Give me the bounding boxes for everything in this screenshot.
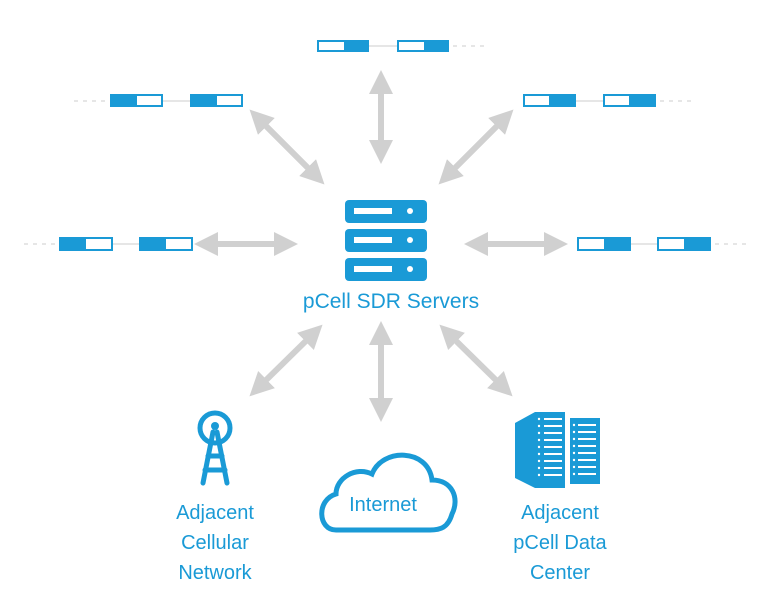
antenna-group-top bbox=[317, 40, 485, 52]
antenna-group-top-left bbox=[74, 94, 243, 107]
arrow-top-left bbox=[249, 109, 325, 185]
label-line: Adjacent bbox=[521, 502, 599, 524]
server-stack-icon bbox=[345, 200, 427, 281]
arrow-bottom-right bbox=[439, 324, 513, 397]
node-label-cellular: Adjacent Cellular Network bbox=[140, 498, 290, 588]
arrow-top-right bbox=[438, 109, 514, 185]
data-center-icon bbox=[515, 412, 600, 488]
cloud-icon bbox=[319, 452, 458, 533]
antenna-group-right bbox=[577, 237, 747, 251]
label-line: Network bbox=[178, 562, 252, 584]
cell-tower-icon bbox=[197, 410, 233, 486]
label-line: pCell Data bbox=[513, 532, 607, 554]
label-line: Center bbox=[529, 562, 591, 584]
label-line: Internet bbox=[349, 494, 417, 516]
label-line: Cellular bbox=[181, 532, 249, 554]
arrow-bottom-left bbox=[249, 324, 323, 397]
node-label-data-center: Adjacent pCell Data Center bbox=[480, 498, 640, 588]
antenna-group-top-right bbox=[523, 94, 692, 107]
center-label: pCell SDR Servers bbox=[302, 290, 480, 313]
antenna-group-left bbox=[24, 237, 193, 251]
label-line: Adjacent bbox=[176, 502, 254, 524]
node-label-internet: Internet bbox=[318, 490, 448, 520]
